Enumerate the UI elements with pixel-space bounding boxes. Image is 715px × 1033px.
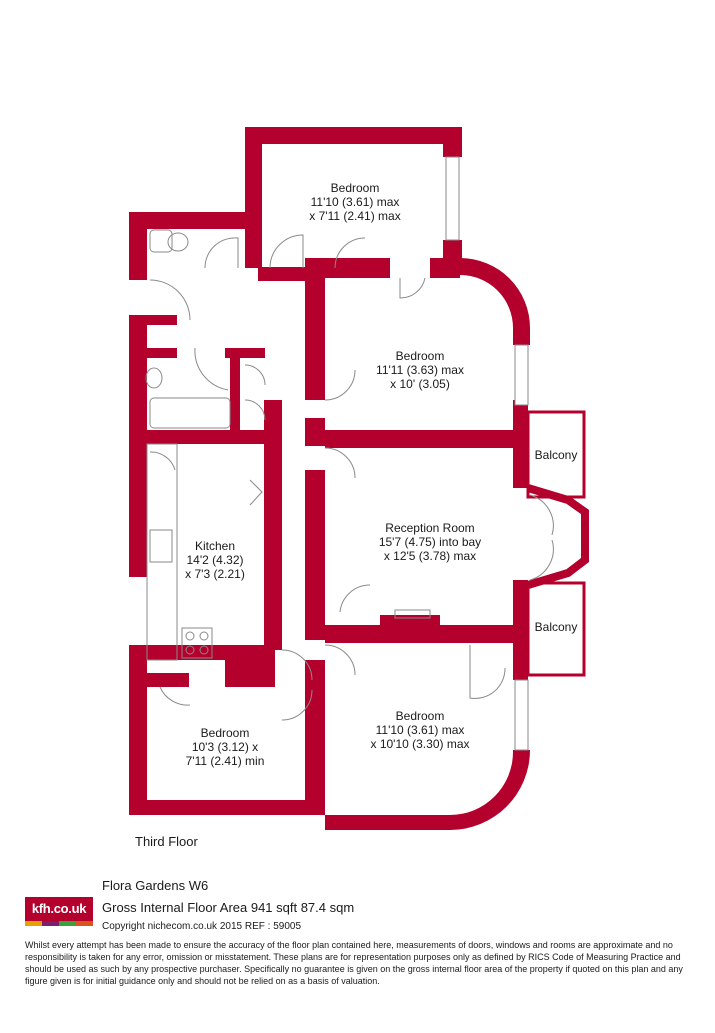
bay-window bbox=[526, 484, 589, 589]
bath bbox=[149, 397, 231, 429]
disclaimer: Whilst every attempt has been made to en… bbox=[25, 940, 683, 986]
room-label-kitchen: Kitchen 14'2 (4.32) x 7'3 (2.21) bbox=[185, 539, 245, 581]
room-label-balcony-upper: Balcony bbox=[534, 448, 578, 462]
fixtures bbox=[145, 229, 431, 661]
hob bbox=[181, 627, 213, 659]
logo-stripes bbox=[25, 921, 93, 926]
floor-area: Gross Internal Floor Area 941 sqft 87.4 … bbox=[102, 900, 355, 915]
windows bbox=[445, 156, 529, 751]
room-label-bedroom-upper: Bedroom 11'11 (3.63) max x 10' (3.05) bbox=[376, 349, 464, 391]
floor-plan bbox=[129, 127, 589, 830]
room-label-bedroom-lower-left: Bedroom 10'3 (3.12) x 7'11 (2.41) min bbox=[185, 726, 265, 768]
sink bbox=[149, 529, 173, 563]
kfh-logo: kfh.co.uk bbox=[25, 897, 93, 927]
curved-wall-top-right bbox=[460, 258, 530, 345]
curved-wall-bottom-right bbox=[325, 750, 530, 830]
logo-stripe bbox=[25, 921, 42, 926]
wc bbox=[149, 229, 173, 253]
room-label-bedroom-top: Bedroom 11'10 (3.61) max x 7'11 (2.41) m… bbox=[309, 181, 401, 223]
fireplace bbox=[394, 609, 431, 619]
room-label-reception: Reception Room 15'7 (4.75) into bay x 12… bbox=[378, 521, 482, 563]
logo-stripe bbox=[76, 921, 93, 926]
logo-text: kfh.co.uk bbox=[25, 897, 93, 921]
property-title: Flora Gardens W6 bbox=[102, 878, 209, 893]
logo-stripe bbox=[59, 921, 76, 926]
room-label-bedroom-lower-right: Bedroom 11'10 (3.61) max x 10'10 (3.30) … bbox=[370, 709, 470, 751]
walls bbox=[129, 127, 528, 815]
logo-stripe bbox=[42, 921, 59, 926]
room-label-balcony-lower: Balcony bbox=[534, 620, 578, 634]
copyright: Copyright nichecom.co.uk 2015 REF : 5900… bbox=[102, 921, 301, 932]
floor-label: Third Floor bbox=[135, 834, 198, 849]
basin bbox=[145, 367, 163, 389]
kitchen-counter bbox=[146, 443, 178, 661]
door-swings bbox=[149, 234, 554, 721]
